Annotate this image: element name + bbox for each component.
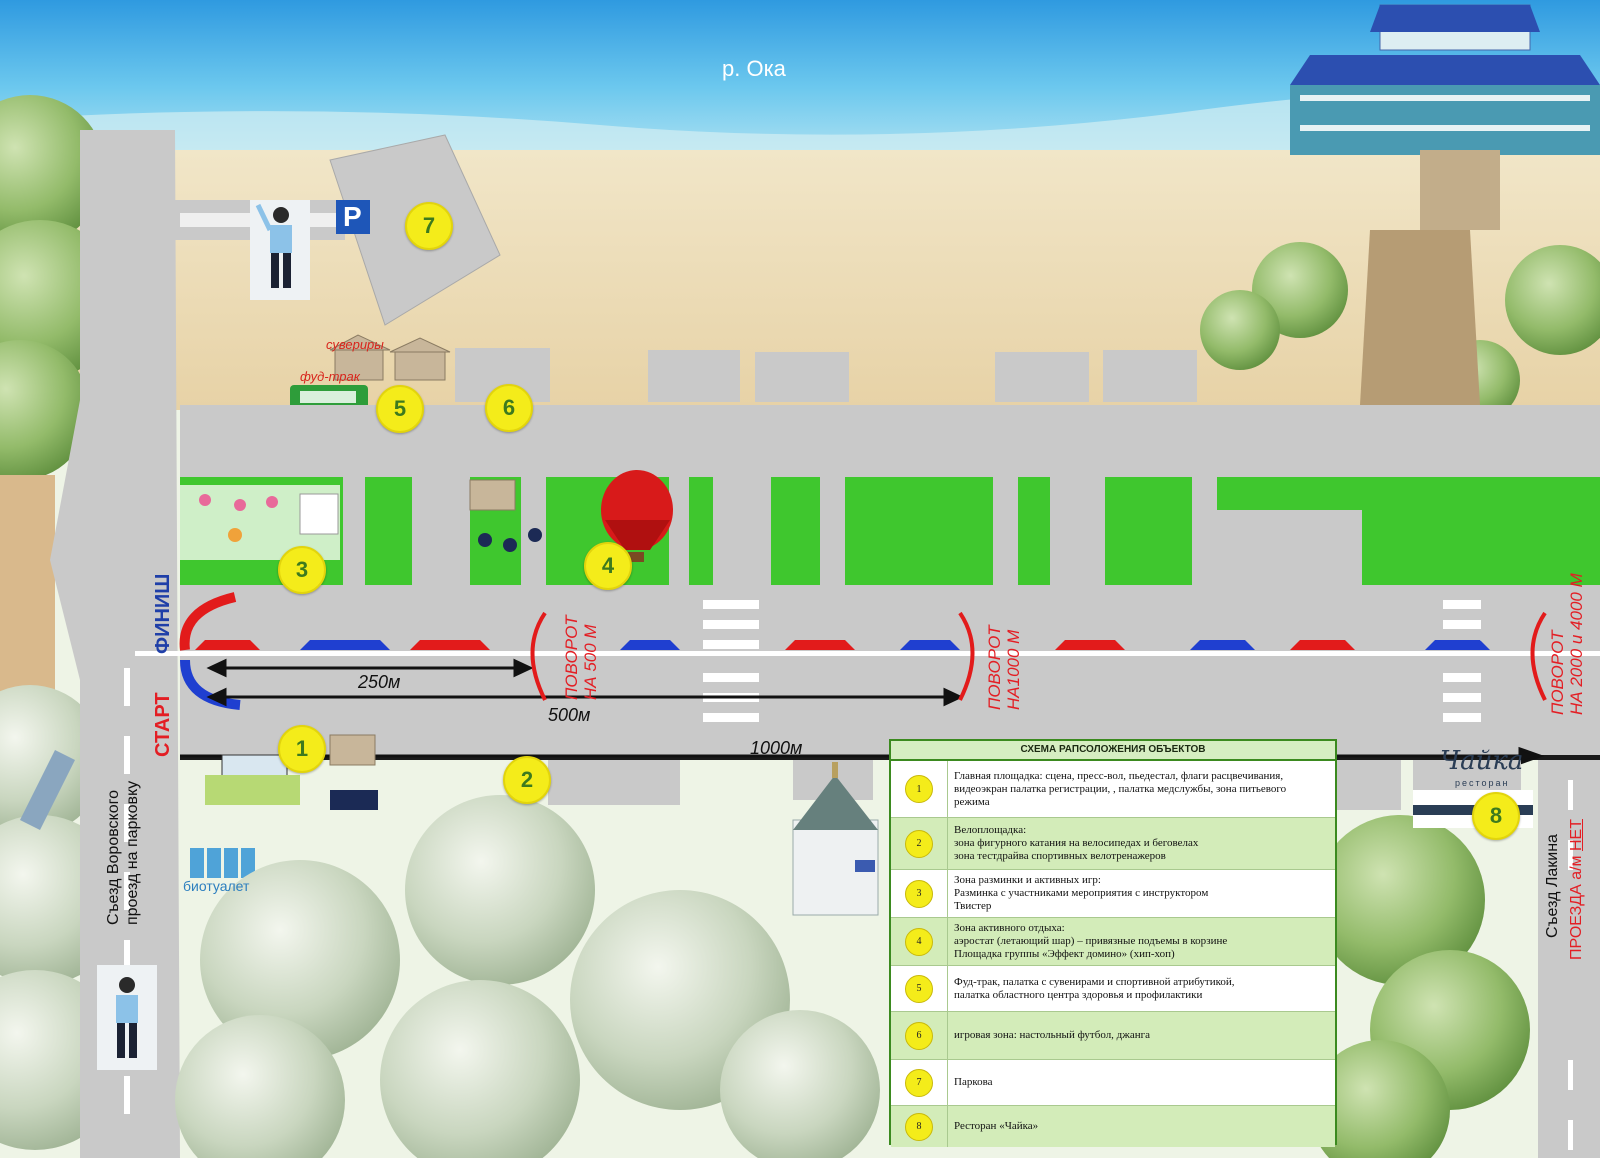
legend-text: Зона активного отдыха: аэростат (летающи… [954, 922, 1228, 960]
lakina-label: Съезд Лакина [1544, 834, 1561, 938]
legend-row: 7 Паркова [891, 1060, 1335, 1106]
traffic-officer-bottom [97, 965, 157, 1070]
food-truck-label: фуд-трак [300, 369, 360, 384]
finish-label: ФИНИШ [152, 573, 174, 654]
marker-3: 3 [278, 546, 326, 594]
lower-boxes [548, 760, 1521, 815]
legend-number: 1 [905, 775, 933, 803]
start-finish-arch [179, 592, 241, 710]
river-label: р. Ока [722, 56, 786, 81]
legend-number: 4 [905, 927, 933, 956]
legend-number: 6 [905, 1021, 933, 1050]
legend-text: Зона разминки и активных игр: Разминка с… [954, 874, 1209, 912]
legend-row: 8 Ресторан «Чайка» [891, 1106, 1335, 1147]
legend-row: 5 Фуд-трак, палатка с сувенирами и спорт… [891, 966, 1335, 1012]
distance-1000: 1000м [750, 738, 803, 758]
hot-air-balloon [601, 470, 673, 562]
lower-trees [175, 795, 1530, 1158]
center-line [135, 651, 1600, 656]
church [792, 762, 879, 916]
marker-6: 6 [485, 384, 533, 432]
legend-table: СХЕМА РАПСОЛОЖЕНИЯ ОБЪЕКТОВ 1 Главная пл… [889, 739, 1337, 1147]
turn-arrows [530, 611, 1547, 701]
marker-8: 8 [1472, 792, 1520, 840]
souvenirs-label: сувериры [326, 337, 384, 352]
beach-tents [648, 350, 1197, 402]
dance-group [469, 479, 542, 552]
vorovskogo-label: Съезд Воровского проезд на парковку [105, 780, 141, 925]
legend-number: 5 [905, 974, 933, 1003]
no-entry-label: ПРОЕЗДА а/м НЕТ [1568, 819, 1586, 960]
grass-dividers [343, 477, 1362, 585]
marker-1: 1 [278, 725, 326, 773]
grass-band [180, 477, 1600, 585]
no-entry-prefix: ПРОЕЗДА а/м [1568, 851, 1585, 960]
legend-title: СХЕМА РАПСОЛОЖЕНИЯ ОБЪЕКТОВ [891, 741, 1335, 761]
legend-row: 1 Главная площадка: сцена, пресс-вол, пь… [891, 761, 1335, 818]
lane-barriers [195, 640, 1490, 650]
boat [20, 750, 75, 830]
marker-5: 5 [376, 385, 424, 433]
start-label: СТАРТ [152, 692, 174, 757]
legend-row: 3 Зона разминки и активных игр: Разминка… [891, 870, 1335, 918]
pier-building [1290, 4, 1600, 405]
no-entry-word: НЕТ [1568, 819, 1585, 851]
legend-number: 2 [905, 829, 933, 858]
vorovskogo-road [50, 130, 180, 1158]
legend-number: 3 [905, 879, 933, 908]
legend-text: Велоплощадка: зона фигурного катания на … [954, 824, 1199, 862]
turn-2000-label: ПОВОРОТ НА 2000 и 4000 М [1548, 573, 1586, 715]
main-stage [205, 734, 378, 810]
legend-row: 4 Зона активного отдыха: аэростат (летаю… [891, 918, 1335, 966]
lakina-lane-dashes [1568, 780, 1573, 1150]
biotoilet-label: биотуалет [183, 878, 250, 894]
legend-text: Главная площадка: сцена, пресс-вол, пьед… [954, 769, 1287, 808]
turn-500-label: ПОВОРОТ НА 500 М [562, 615, 600, 700]
turn-1000-label: ПОВОРОТ НА1000 М [985, 625, 1023, 710]
distance-500: 500м [548, 705, 591, 725]
marker-2: 2 [503, 756, 551, 804]
legend-text: Паркова [954, 1076, 993, 1088]
distance-250: 250м [358, 672, 401, 692]
legend-number: 8 [905, 1112, 933, 1141]
legend-text: игровая зона: настольный футбол, джанга [954, 1029, 1151, 1041]
biotoilets [190, 848, 255, 878]
restaurant-sub: ресторан [1455, 778, 1510, 788]
legend-text: Фуд-трак, палатка с сувенирами и спортив… [954, 975, 1235, 1001]
marker-4: 4 [584, 542, 632, 590]
parking-sign [336, 200, 370, 234]
traffic-officer-top [250, 200, 310, 300]
marker-7: 7 [405, 202, 453, 250]
legend-text: Ресторан «Чайка» [954, 1120, 1039, 1132]
distance-arrows [180, 658, 1545, 766]
restaurant-sign: Чайка [1440, 746, 1524, 776]
legend-number: 7 [905, 1068, 933, 1097]
legend-row: 2 Велоплощадка: зона фигурного катания н… [891, 818, 1335, 870]
lakina-road [1538, 760, 1600, 1158]
souvenir-tents [329, 334, 451, 381]
race-road [180, 585, 1600, 760]
legend-row: 6 игровая зона: настольный футбол, джанг… [891, 1012, 1335, 1060]
parking-sign-label: P [343, 201, 362, 232]
